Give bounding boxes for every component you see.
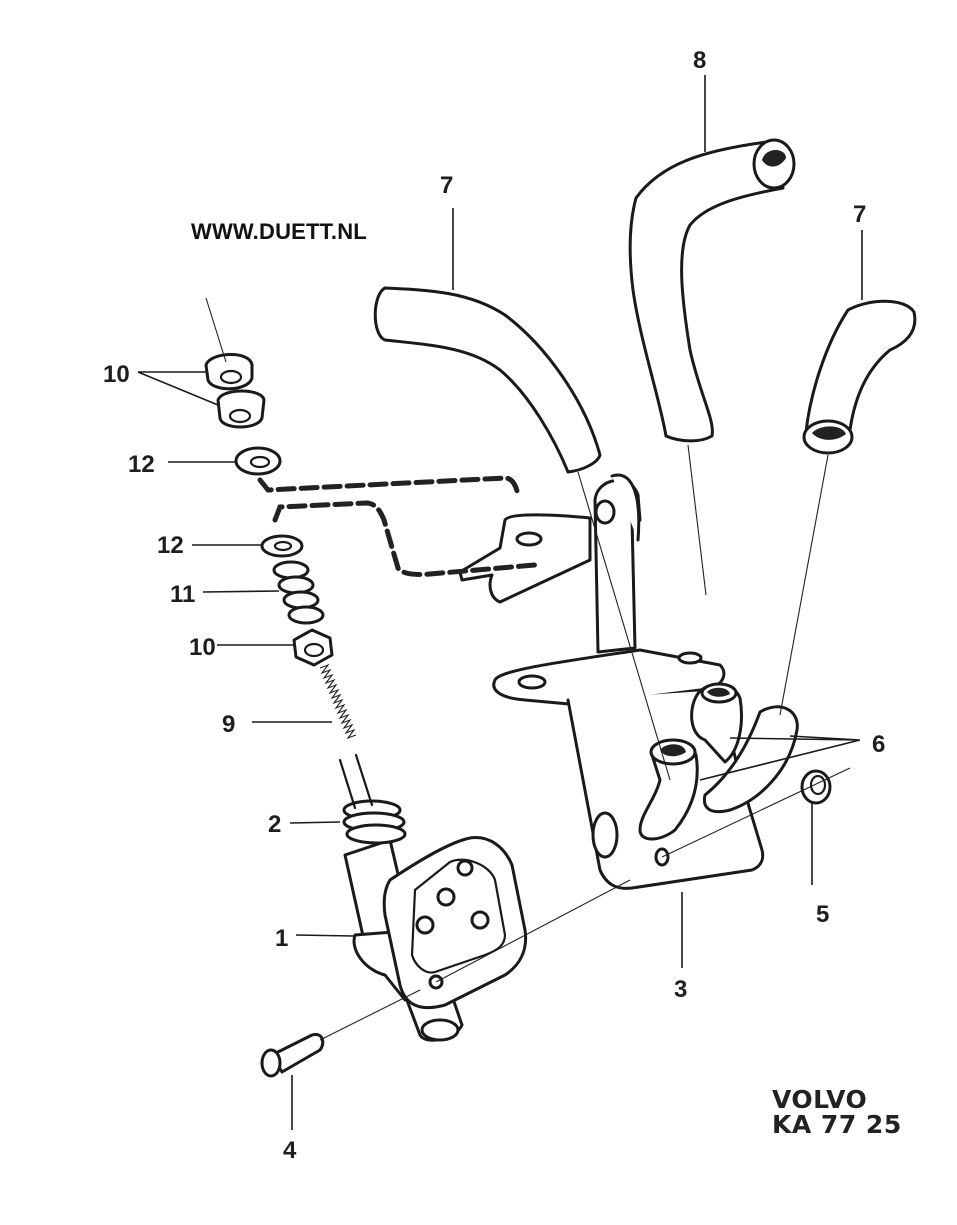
callout-10-upper: 10 bbox=[103, 361, 130, 388]
callout-4: 4 bbox=[283, 1137, 297, 1164]
washer-5 bbox=[800, 769, 832, 805]
website-watermark: WWW.DUETT.NL bbox=[191, 219, 367, 244]
reference-code: KA 77 25 bbox=[772, 1110, 902, 1139]
callout-8: 8 bbox=[693, 47, 706, 74]
leader-lines bbox=[137, 75, 863, 1130]
callout-6: 6 bbox=[872, 731, 885, 758]
callout-7-left: 7 bbox=[440, 172, 453, 199]
callout-3: 3 bbox=[674, 976, 687, 1003]
callout-2: 2 bbox=[268, 811, 281, 838]
spring-11 bbox=[272, 560, 325, 625]
nut-10-lower bbox=[292, 628, 334, 667]
boot-2 bbox=[342, 799, 407, 845]
nut-10-upper-a bbox=[204, 353, 254, 391]
bolt-4 bbox=[260, 1032, 325, 1078]
callout-12-upper: 12 bbox=[128, 451, 155, 478]
hose-7-left bbox=[373, 286, 602, 474]
drawing-reference: VOLVO KA 77 25 bbox=[772, 1087, 902, 1137]
hose-8 bbox=[628, 138, 796, 443]
master-cylinder-1 bbox=[343, 836, 528, 1042]
assembly-dash-lower bbox=[272, 500, 538, 577]
washer-12-upper bbox=[234, 446, 282, 476]
callout-11: 11 bbox=[170, 581, 195, 608]
callout-5: 5 bbox=[816, 901, 829, 928]
washer-12-lower bbox=[260, 534, 304, 558]
nut-10-upper-b bbox=[216, 389, 266, 429]
callout-12-lower: 12 bbox=[157, 532, 184, 559]
reference-brand: VOLVO bbox=[772, 1085, 868, 1114]
angle-bracket bbox=[458, 513, 592, 604]
callout-1: 1 bbox=[275, 925, 288, 952]
callout-10-lower: 10 bbox=[189, 634, 216, 661]
assembly-dash-upper bbox=[257, 475, 521, 498]
callout-7-right: 7 bbox=[853, 201, 866, 228]
elbows-6 bbox=[638, 682, 799, 841]
callout-9: 9 bbox=[222, 711, 235, 738]
hose-7-right bbox=[802, 299, 917, 455]
pushrod-9 bbox=[319, 663, 374, 810]
